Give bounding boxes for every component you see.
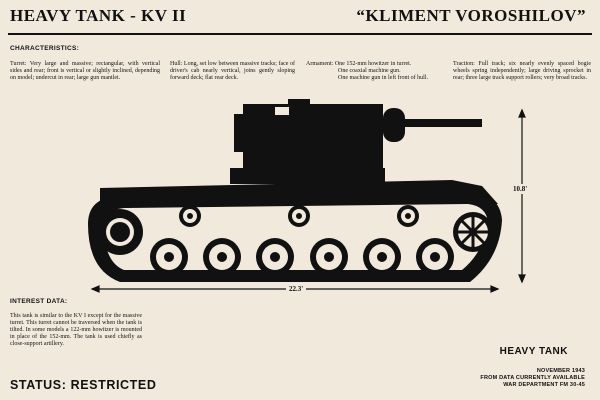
traction-text: Full track; six nearly evenly spaced bog… xyxy=(453,61,591,81)
tank-type-label: HEAVY TANK xyxy=(499,346,568,357)
hull-text: Long, set low between massive tracks; fa… xyxy=(170,61,296,81)
turret-rear-bulge xyxy=(234,114,246,152)
return-rollers xyxy=(179,205,419,227)
armament-block: Armament: One 152-mm howitzer in turret.… xyxy=(306,61,456,82)
footer-line-1: NOVEMBER 1943 xyxy=(536,368,585,374)
interest-text: This tank is similar to the KV I except … xyxy=(10,313,142,347)
title-left: HEAVY TANK - KV II xyxy=(10,6,187,25)
road-wheels xyxy=(150,238,454,276)
traction-label: Traction: xyxy=(453,61,475,67)
turret-block: Turret: Very large and massive; rectangu… xyxy=(10,61,160,82)
turret-ring xyxy=(230,168,385,184)
turret-cupola xyxy=(288,99,310,106)
howitzer-barrel xyxy=(400,119,482,127)
gun-mantlet xyxy=(383,108,405,142)
armament-line-3: One machine gun in left front of hull. xyxy=(338,75,428,81)
turret-hatch-line xyxy=(275,107,289,115)
turret-text: Very large and massive; rectangular, wit… xyxy=(10,61,160,81)
armament-label: Armament: xyxy=(306,61,334,67)
armament-line-2: One coaxial machine gun. xyxy=(338,68,401,74)
hull-label: Hull: xyxy=(170,61,183,67)
rear-sprocket xyxy=(97,209,143,255)
traction-block: Traction: Full track; six nearly evenly … xyxy=(453,61,591,82)
header-rule xyxy=(8,33,592,35)
height-dimension: 10.8' xyxy=(511,184,530,194)
footer-line-3: WAR DEPARTMENT FM 30-45 xyxy=(503,382,585,388)
hull-block: Hull: Long, set low between massive trac… xyxy=(170,61,295,82)
characteristics-heading: CHARACTERISTICS: xyxy=(10,45,80,52)
turret-shape xyxy=(243,104,383,172)
status-label: STATUS: RESTRICTED xyxy=(10,378,157,392)
turret-label: Turret: xyxy=(10,61,27,67)
front-idler xyxy=(453,212,493,252)
title-right: “KLIMENT VOROSHILOV” xyxy=(356,6,586,25)
footer-line-2: FROM DATA CURRENTLY AVAILABLE xyxy=(480,375,585,381)
interest-heading: INTEREST DATA: xyxy=(10,298,68,305)
armament-line-1: One 152-mm howitzer in turret. xyxy=(334,61,412,67)
footer-notes: NOVEMBER 1943 FROM DATA CURRENTLY AVAILA… xyxy=(480,368,585,389)
length-dimension: 22.3' xyxy=(286,285,307,293)
